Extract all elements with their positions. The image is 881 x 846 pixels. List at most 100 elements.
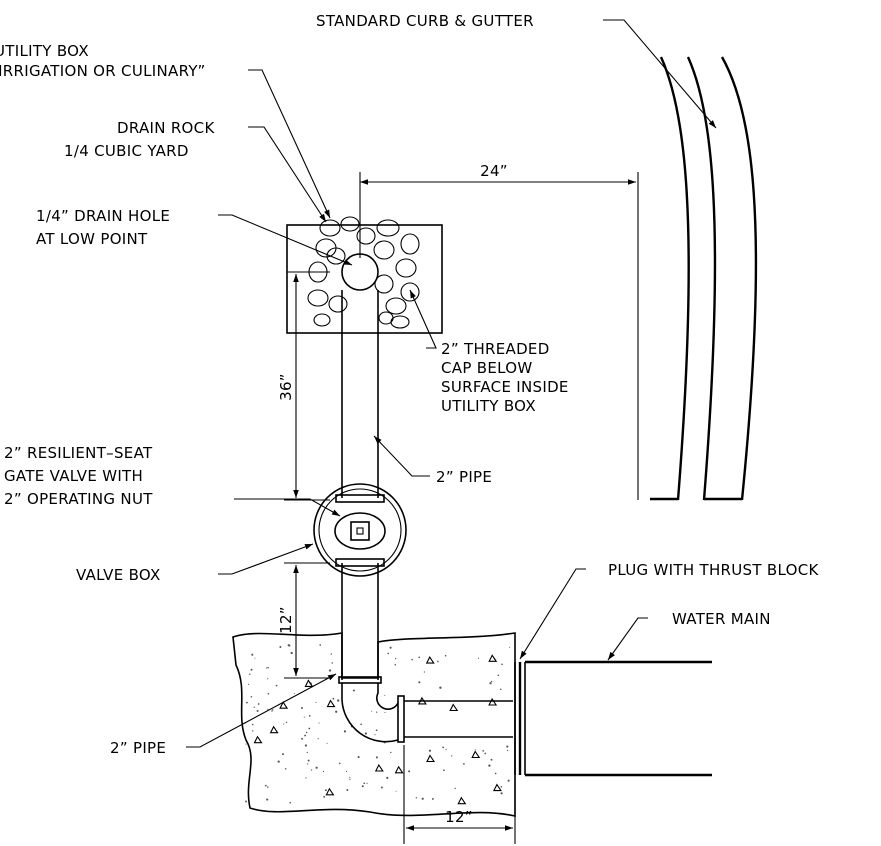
rock <box>395 258 417 278</box>
label-curb: STANDARD CURB & GUTTER <box>316 12 534 30</box>
concrete-speckle <box>330 653 332 655</box>
concrete-speckle <box>346 789 349 791</box>
concrete-speckle <box>266 667 268 669</box>
dim-label-12-horizontal: 12” <box>445 808 473 826</box>
concrete-speckle <box>271 710 273 712</box>
rock <box>313 313 331 327</box>
concrete-speckle <box>301 737 304 740</box>
concrete-speckle <box>251 653 254 656</box>
concrete-speckle <box>324 789 327 792</box>
concrete-speckle <box>374 734 376 736</box>
concrete-speckle <box>442 746 444 749</box>
aggregate-mark <box>449 703 459 712</box>
concrete-speckle <box>304 734 307 737</box>
concrete-speckle <box>431 797 434 800</box>
concrete-speckle <box>250 696 253 698</box>
concrete-speckle <box>290 651 293 655</box>
aggregate-mark <box>279 701 289 709</box>
label-cap-4: UTILITY BOX <box>441 397 536 415</box>
concrete-speckles <box>244 644 511 805</box>
concrete-speckle <box>394 664 397 666</box>
threaded-cap <box>341 253 379 291</box>
rock <box>385 297 407 315</box>
concrete-speckle <box>257 703 260 705</box>
dim-label-12-vertical: 12” <box>277 606 295 634</box>
concrete-speckle <box>250 668 253 671</box>
concrete-speckle <box>326 742 328 745</box>
rock <box>390 315 410 329</box>
concrete-speckle <box>474 749 476 751</box>
concrete-speckle <box>349 777 351 779</box>
concrete-speckle <box>331 662 333 664</box>
elbow-pipe <box>338 676 513 743</box>
concrete-speckle <box>279 645 282 649</box>
concrete-speckle <box>337 699 340 702</box>
concrete-speckle <box>395 790 397 792</box>
concrete-speckle <box>303 716 305 718</box>
concrete-speckle <box>390 751 392 754</box>
concrete-speckle <box>301 707 303 709</box>
rock <box>340 216 360 232</box>
label-drain-hole-2: AT LOW POINT <box>36 230 148 248</box>
label-utility-box-1: UTILITY BOX <box>0 42 89 60</box>
concrete-speckle <box>284 767 287 770</box>
concrete-speckle <box>360 723 362 726</box>
concrete-speckle <box>317 738 319 740</box>
concrete-speckle <box>488 764 491 767</box>
concrete-speckle <box>249 673 251 675</box>
concrete-speckle <box>389 646 392 649</box>
rock <box>400 282 420 302</box>
aggregate-mark <box>425 656 435 664</box>
dimension-36 <box>284 271 330 501</box>
concrete-speckle <box>421 797 424 800</box>
concrete-speckle <box>371 710 373 712</box>
concrete-speckle <box>251 723 254 726</box>
dim-label-24: 24” <box>480 162 508 180</box>
concrete-speckle <box>500 786 503 788</box>
concrete-speckle <box>272 709 274 711</box>
concrete-speckle <box>386 776 389 779</box>
concrete-speckle <box>497 674 500 677</box>
concrete-speckle <box>415 797 418 799</box>
concrete-speckle <box>315 766 318 769</box>
leader-lines <box>186 19 717 748</box>
concrete-speckle <box>277 760 280 763</box>
concrete-speckle <box>494 772 497 775</box>
concrete-speckle <box>444 654 447 657</box>
rock <box>373 240 395 260</box>
label-valve-1: 2” RESILIENT–SEAT <box>4 444 153 462</box>
label-pipe-upper: 2” PIPE <box>436 468 492 486</box>
dimension-12-horizontal <box>403 745 516 844</box>
concrete-speckle <box>288 644 291 647</box>
label-water-main: WATER MAIN <box>672 610 771 628</box>
concrete-speckle <box>335 710 338 713</box>
concrete-speckle <box>363 782 366 785</box>
concrete-speckle <box>490 758 493 761</box>
concrete-speckle <box>310 769 313 771</box>
label-valve-3: 2” OPERATING NUT <box>4 490 153 508</box>
concrete-speckle <box>256 710 259 712</box>
concrete-speckle <box>499 688 502 690</box>
concrete-speckle <box>489 682 492 685</box>
concrete-speckle <box>275 684 278 687</box>
concrete-speckle <box>308 727 311 730</box>
concrete-speckle <box>266 798 269 801</box>
concrete-speckle <box>506 745 509 748</box>
concrete-speckle <box>332 697 335 700</box>
water-main <box>525 660 712 777</box>
aggregate-mark <box>394 765 404 774</box>
concrete-speckle <box>506 749 509 752</box>
concrete-speckle <box>408 770 411 773</box>
concrete-speckle <box>245 743 247 745</box>
concrete-speckle <box>366 782 368 785</box>
concrete-speckle <box>352 689 355 692</box>
concrete-speckle <box>375 756 378 759</box>
aggregate-mark <box>488 654 498 662</box>
aggregate-mark <box>325 787 335 796</box>
label-drain-rock-1: DRAIN ROCK <box>117 119 215 137</box>
concrete-speckle <box>254 657 256 659</box>
concrete-speckle <box>482 750 485 752</box>
dimension-24 <box>360 172 639 500</box>
aggregate-mark <box>426 754 436 763</box>
